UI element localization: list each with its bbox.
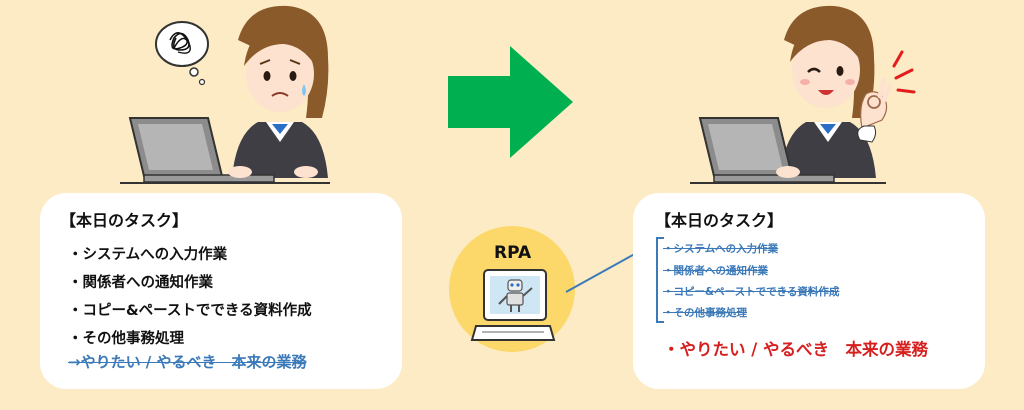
automated-task-item: ・その他事務処理 [663, 307, 747, 319]
ok-hand-icon [857, 77, 893, 143]
happy-worker-illustration [690, 5, 916, 184]
after-task-card: 【本日のタスク】 ・システムへの入力作業 ・関係者への通知作業 ・コピー&ペース… [633, 193, 985, 389]
task-item: ・コピー&ペーストでできる資料作成 [68, 303, 312, 319]
task-item: ・その他事務処理 [68, 331, 184, 347]
automated-tasks-bracket [656, 237, 664, 323]
automated-task-item: ・システムへの入力作業 [663, 243, 779, 255]
before-task-card: 【本日のタスク】 ・システムへの入力作業 ・関係者への通知作業 ・コピー&ペース… [40, 193, 402, 389]
automated-task-item: ・関係者への通知作業 [663, 265, 768, 277]
task-item: ・システムへの入力作業 [68, 247, 228, 263]
stressed-worker-illustration [120, 5, 330, 184]
sparkle-lines-icon [892, 50, 916, 94]
robot-computer-icon [470, 269, 556, 341]
task-item: ・関係者への通知作業 [68, 275, 213, 291]
automated-task-item: ・コピー&ペーストでできる資料作成 [663, 286, 840, 298]
card-title: 【本日のタスク】 [655, 211, 784, 230]
confused-thought-bubble-icon [155, 21, 209, 86]
card-title: 【本日のタスク】 [60, 211, 189, 230]
core-task-goal: ・やりたい / やるべき 本来の業務 [663, 340, 929, 359]
crossed-out-core-task: →やりたい / やるべき 本来の業務 [68, 353, 307, 371]
laptop-icon [128, 117, 275, 183]
arrow-right-icon [448, 46, 573, 158]
laptop-icon [698, 117, 835, 183]
rpa-label: RPA [494, 243, 532, 263]
